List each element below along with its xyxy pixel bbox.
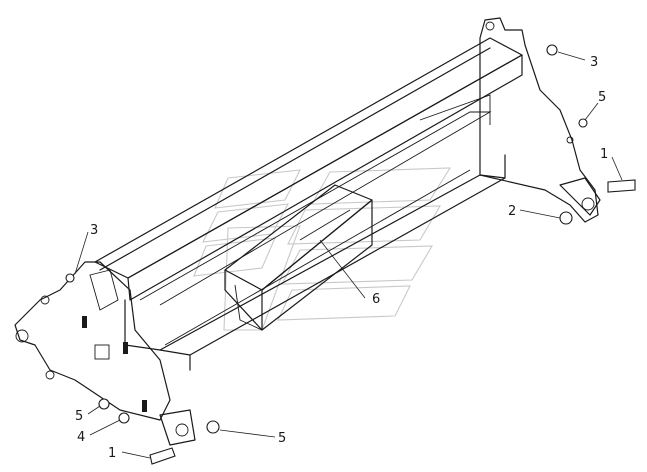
main-beam: [94, 37, 523, 371]
nut-4-left: [118, 412, 130, 424]
callouts: 3 5 1 2 6 3 5 4 1 5: [75, 55, 608, 461]
callout-3-right: 3: [590, 55, 598, 70]
callout-3-left: 3: [90, 223, 98, 238]
callout-5-bottom: 5: [278, 431, 286, 446]
callout-1-right: 1: [600, 147, 608, 162]
nut-5-right: [578, 118, 588, 128]
hardware: [65, 44, 636, 465]
bolt-1-right: [607, 179, 636, 193]
nut-5-left: [98, 398, 110, 410]
right-bracket: [479, 17, 601, 223]
leader-lines: [74, 51, 623, 459]
cross-member: [224, 184, 373, 331]
nut-2-right: [559, 211, 573, 225]
callout-5-right: 5: [598, 90, 606, 105]
callout-1-left: 1: [108, 446, 116, 461]
bolt-1-left: [149, 447, 176, 465]
nut-3-right: [546, 44, 558, 56]
callout-2-right: 2: [508, 204, 516, 219]
nut-3-left: [65, 273, 75, 283]
callout-4-left: 4: [77, 430, 85, 445]
watermark-logo: [193, 167, 452, 331]
nut-5-bottom: [206, 420, 220, 434]
callout-5-left: 5: [75, 409, 83, 424]
left-bracket: [14, 261, 196, 446]
callout-6-center: 6: [372, 292, 380, 307]
